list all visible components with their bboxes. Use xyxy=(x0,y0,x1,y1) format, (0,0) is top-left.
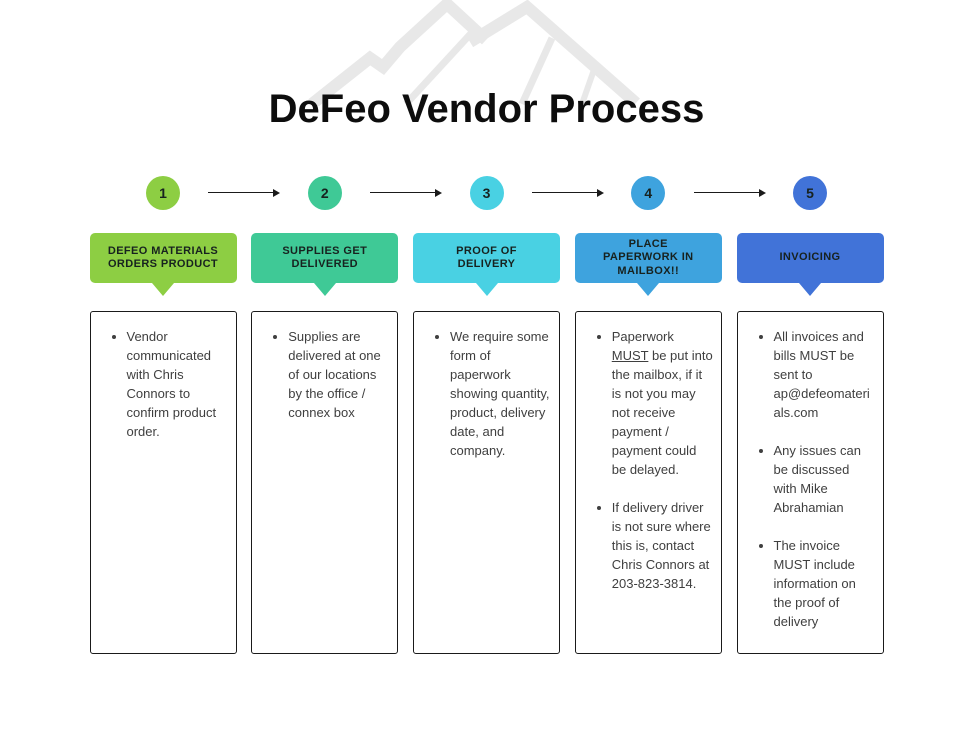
arrow-head xyxy=(758,188,766,197)
step-2-header-label: SUPPLIES GET DELIVERED xyxy=(282,244,368,271)
step-3-header-badge: PROOF OF DELIVERY xyxy=(413,233,560,296)
step-4-bullet-list: Paperwork MUST be put into the mailbox, … xyxy=(584,327,713,593)
step-1-header-tail xyxy=(152,283,174,296)
step-1-number-badge: 1 xyxy=(146,176,180,210)
step-number-row: 1 2 3 4 5 xyxy=(90,176,884,210)
step-5-header-badge: INVOICING xyxy=(736,233,884,296)
step-3-cell: 3 xyxy=(413,176,560,210)
list-item: We require some form of paperwork showin… xyxy=(450,327,551,460)
step-5-body-box: All invoices and bills MUST be sent to a… xyxy=(736,311,884,654)
arrow-head xyxy=(434,188,442,197)
list-item: If delivery driver is not sure where thi… xyxy=(612,498,713,593)
step-column-3: PROOF OF DELIVERY We require some form o… xyxy=(413,233,560,654)
list-item: All invoices and bills MUST be sent to a… xyxy=(774,327,875,422)
step-5-header-tail xyxy=(799,283,821,296)
flow-arrow-icon xyxy=(369,188,442,197)
step-2-number-badge: 2 xyxy=(307,176,342,210)
step-3-header-tail xyxy=(475,283,498,296)
arrow-shaft xyxy=(693,192,760,194)
step-5-bullet-list: All invoices and bills MUST be sent to a… xyxy=(746,327,875,631)
step-4-cell: 4 xyxy=(575,176,722,210)
list-item: Vendor communicated with Chris Connors t… xyxy=(127,327,228,441)
step-2-header-tail xyxy=(313,283,336,296)
underlined-text: MUST xyxy=(611,348,649,363)
step-2-cell: 2 xyxy=(251,176,398,210)
step-4-number-badge: 4 xyxy=(631,176,666,210)
step-4-header-badge: PLACE PAPERWORK IN MAILBOX!! xyxy=(574,233,722,296)
step-3-number-badge: 3 xyxy=(469,176,504,210)
flow-arrow-icon xyxy=(531,188,604,197)
list-item: Any issues can be discussed with Mike Ab… xyxy=(774,441,875,517)
step-2-header-badge: SUPPLIES GET DELIVERED xyxy=(251,233,399,296)
arrow-shaft xyxy=(531,192,598,194)
step-1-cell: 1 xyxy=(90,176,237,210)
bullet-text: Paperwork xyxy=(611,329,674,344)
step-column-5: INVOICING All invoices and bills MUST be… xyxy=(736,233,884,654)
flow-arrow-icon xyxy=(693,188,766,197)
bullet-text: be put into the mailbox, if it is not yo… xyxy=(611,348,713,477)
arrow-head xyxy=(596,188,604,197)
step-1-header-badge: DEFEO MATERIALS ORDERS PRODUCT xyxy=(89,233,237,296)
step-3-body-box: We require some form of paperwork showin… xyxy=(413,311,560,654)
step-4-body-box: Paperwork MUST be put into the mailbox, … xyxy=(574,311,722,654)
list-item: The invoice MUST include information on … xyxy=(774,536,875,631)
mountain-logo-icon xyxy=(300,0,650,109)
arrow-head xyxy=(272,188,280,197)
step-column-1: DEFEO MATERIALS ORDERS PRODUCT Vendor co… xyxy=(89,233,237,654)
step-2-body-box: Supplies are delivered at one of our loc… xyxy=(251,311,399,654)
list-item: Supplies are delivered at one of our loc… xyxy=(288,327,389,422)
process-flow: 1 2 3 4 5 xyxy=(89,176,884,654)
step-1-header-label: DEFEO MATERIALS ORDERS PRODUCT xyxy=(107,244,219,271)
step-2-bullet-list: Supplies are delivered at one of our loc… xyxy=(260,327,389,422)
step-columns: DEFEO MATERIALS ORDERS PRODUCT Vendor co… xyxy=(89,233,884,654)
step-5-header-label: INVOICING xyxy=(779,251,841,264)
step-5-cell: 5 xyxy=(737,176,884,210)
step-1-bullet-list: Vendor communicated with Chris Connors t… xyxy=(99,327,228,441)
step-5-number-badge: 5 xyxy=(793,176,827,210)
arrow-shaft xyxy=(369,192,436,194)
step-4-header-tail xyxy=(637,283,660,296)
arrow-shaft xyxy=(207,192,274,194)
list-item: Paperwork MUST be put into the mailbox, … xyxy=(612,327,713,479)
step-1-body-box: Vendor communicated with Chris Connors t… xyxy=(89,311,237,654)
flow-arrow-icon xyxy=(207,188,280,197)
step-4-header-label: PLACE PAPERWORK IN MAILBOX!! xyxy=(602,237,694,277)
step-column-4: PLACE PAPERWORK IN MAILBOX!! Paperwork M… xyxy=(574,233,722,654)
step-column-2: SUPPLIES GET DELIVERED Supplies are deli… xyxy=(251,233,399,654)
step-3-bullet-list: We require some form of paperwork showin… xyxy=(422,327,551,460)
step-3-header-label: PROOF OF DELIVERY xyxy=(456,244,517,271)
page-title: DeFeo Vendor Process xyxy=(268,87,705,131)
